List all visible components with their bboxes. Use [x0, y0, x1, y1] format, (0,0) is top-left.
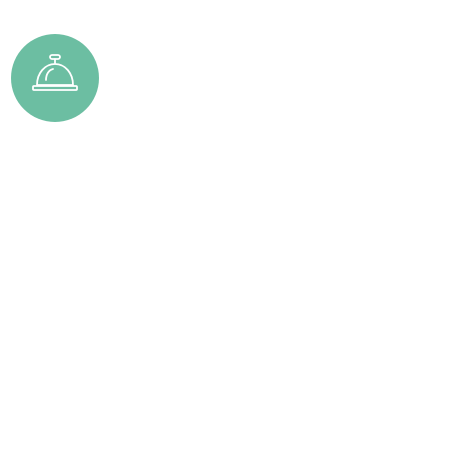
service-bell-icon — [28, 51, 82, 105]
service-bell-button[interactable] — [11, 34, 99, 122]
